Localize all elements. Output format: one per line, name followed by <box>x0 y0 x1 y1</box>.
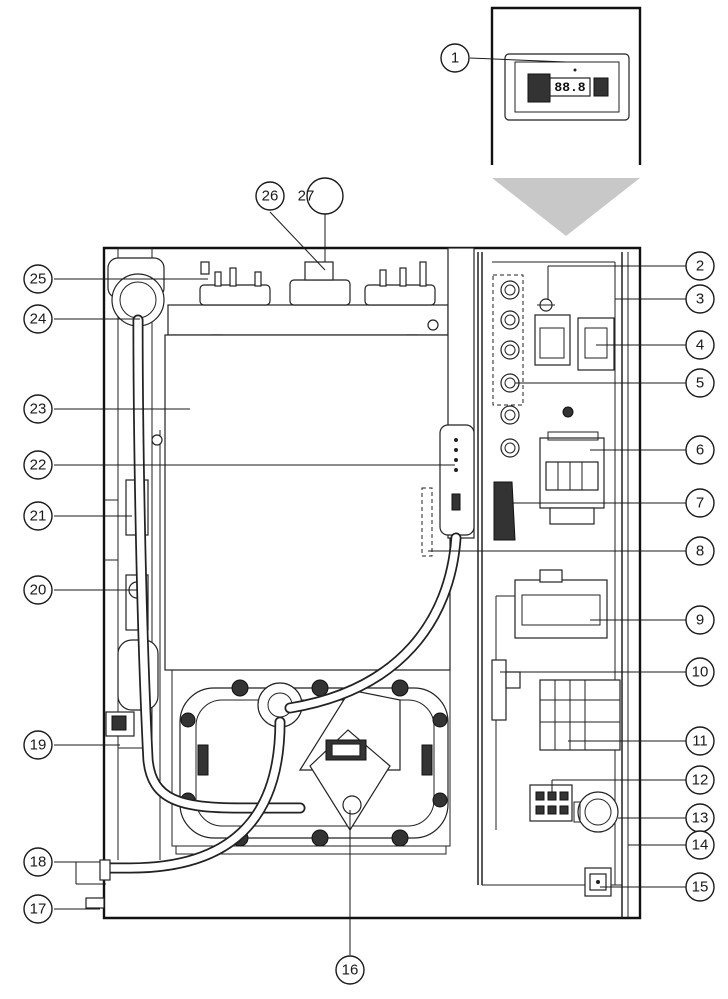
callout-8: 8 <box>685 536 715 566</box>
svg-text:16: 16 <box>342 962 359 979</box>
svg-text:18: 18 <box>30 854 47 871</box>
callout-10: 10 <box>685 657 715 687</box>
callout-2: 2 <box>685 251 715 281</box>
callout-5: 5 <box>685 368 715 398</box>
drain-pump <box>257 682 401 832</box>
callout-1: 1 <box>440 43 470 73</box>
svg-text:12: 12 <box>692 772 709 789</box>
svg-text:13: 13 <box>692 810 709 827</box>
svg-text:6: 6 <box>696 442 704 459</box>
callout-25: 25 <box>23 264 53 294</box>
callout-22: 22 <box>23 450 53 480</box>
callout-19: 19 <box>23 730 53 760</box>
control-panel-detail: 88.8 <box>490 6 642 165</box>
drain-column <box>104 247 165 860</box>
callout-27: 27 <box>298 177 344 215</box>
callout-6: 6 <box>685 435 715 465</box>
hoses <box>104 314 462 874</box>
svg-text:1: 1 <box>451 50 459 67</box>
svg-text:7: 7 <box>696 495 704 512</box>
callout-26: 26 <box>255 181 285 211</box>
callout-9: 9 <box>685 605 715 635</box>
svg-text:10: 10 <box>692 664 709 681</box>
callout-17: 17 <box>23 894 53 924</box>
bottom-fittings <box>85 859 111 909</box>
callout-13: 13 <box>685 803 715 833</box>
svg-text:27: 27 <box>298 188 315 205</box>
leader-lines <box>54 57 686 955</box>
cylinder-top <box>167 261 449 344</box>
level-sensor <box>421 487 433 557</box>
callout-12: 12 <box>685 765 715 795</box>
callout-16: 16 <box>335 955 365 985</box>
svg-text:19: 19 <box>30 737 47 754</box>
svg-text:20: 20 <box>30 582 47 599</box>
svg-text:11: 11 <box>692 733 708 750</box>
panel-button <box>593 77 609 97</box>
steam-pipe <box>439 247 475 539</box>
svg-text:3: 3 <box>696 291 704 308</box>
panel-icon-block <box>527 73 551 103</box>
callout-7: 7 <box>685 488 715 518</box>
svg-text:4: 4 <box>696 337 704 354</box>
svg-text:9: 9 <box>696 612 704 629</box>
svg-text:17: 17 <box>30 901 47 918</box>
svg-text:23: 23 <box>30 401 47 418</box>
svg-text:14: 14 <box>692 837 709 854</box>
callout-23: 23 <box>23 394 53 424</box>
svg-text:26: 26 <box>262 188 279 205</box>
callout-15: 15 <box>685 872 715 902</box>
callout-4: 4 <box>685 330 715 360</box>
callout-21: 21 <box>23 501 53 531</box>
svg-text:24: 24 <box>30 311 47 328</box>
callout-11: 11 <box>685 726 715 756</box>
panel-display-readout: 88.8 <box>554 80 585 95</box>
svg-text:25: 25 <box>30 271 47 288</box>
svg-text:15: 15 <box>692 879 709 896</box>
svg-text:8: 8 <box>696 543 704 560</box>
svg-text:5: 5 <box>696 375 704 392</box>
callout-3: 3 <box>685 284 715 314</box>
svg-text:2: 2 <box>696 258 704 275</box>
callout-24: 24 <box>23 304 53 334</box>
svg-text:21: 21 <box>30 508 47 525</box>
callout-18: 18 <box>23 847 53 877</box>
panel-display <box>549 77 591 97</box>
steam-cylinder <box>164 334 451 671</box>
zoom-arrow <box>492 178 640 236</box>
callout-20: 20 <box>23 575 53 605</box>
svg-text:22: 22 <box>30 457 47 474</box>
callout-14: 14 <box>685 830 715 860</box>
electrical-panel <box>491 274 621 897</box>
